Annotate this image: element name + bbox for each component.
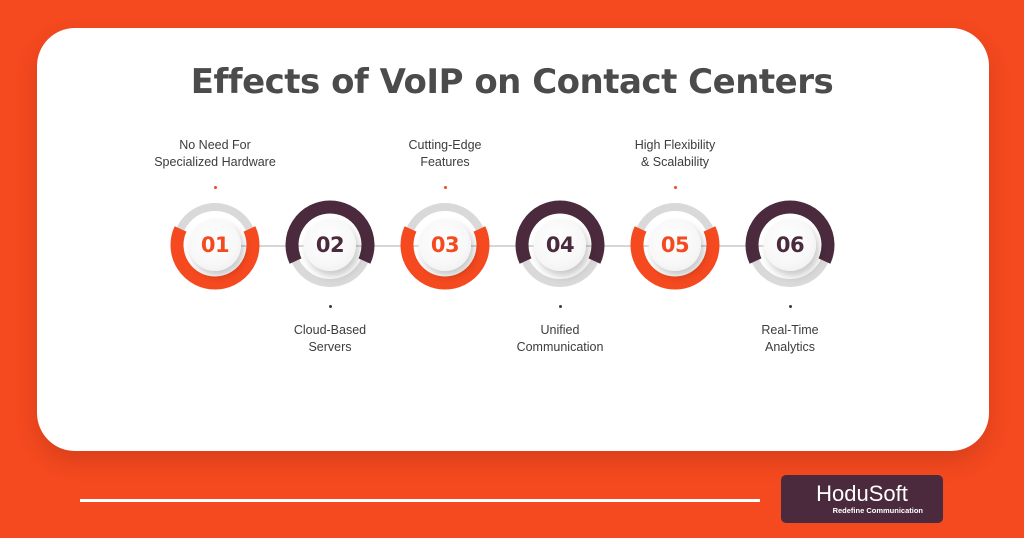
step-marker-dot	[328, 305, 332, 308]
step-ring: 06	[745, 200, 835, 290]
step-marker-dot	[213, 186, 217, 189]
logo-name: HoduSoft	[816, 481, 908, 506]
hodusoft-logo: HoduSoft Redefine Communication	[781, 475, 943, 523]
step-ring: 05	[630, 200, 720, 290]
step-label-line2: & Scalability	[640, 155, 710, 169]
step-ring: 03	[400, 200, 490, 290]
step-ring-arc	[285, 200, 375, 264]
step-label-line2: Features	[420, 155, 470, 169]
footer-divider	[80, 499, 760, 502]
step-number: 04	[534, 219, 586, 271]
step-connector-line	[215, 245, 790, 247]
step-number: 05	[649, 219, 701, 271]
step-ring-arc	[630, 226, 720, 290]
step-ring: 04	[515, 200, 605, 290]
step-label-line2: Servers	[308, 340, 352, 354]
step-ring-arc	[170, 226, 260, 290]
step-marker-dot	[558, 305, 562, 308]
page-title: Effects of VoIP on Contact Centers	[190, 62, 834, 102]
step-label-line1: Unified	[540, 323, 580, 337]
step-ring-arc	[515, 200, 605, 264]
step-label-line1: Cutting-Edge	[408, 138, 482, 152]
step-label: High Flexibility & Scalability	[595, 137, 755, 171]
step-number: 06	[764, 219, 816, 271]
step-number: 03	[419, 219, 471, 271]
step-marker-dot	[673, 186, 677, 189]
step-ring-arc	[400, 226, 490, 290]
step-ring: 01	[170, 200, 260, 290]
step-label-line1: Real-Time	[761, 323, 819, 337]
step-marker-dot	[443, 186, 447, 189]
step-label-line2: Analytics	[764, 340, 816, 354]
step-label-line2: Communication	[516, 340, 604, 354]
step-label-line1: No Need For	[179, 138, 251, 152]
step-number: 01	[189, 219, 241, 271]
step-number: 02	[304, 219, 356, 271]
step-label-line1: Cloud-Based	[293, 323, 367, 337]
logo-tagline: Redefine Communication	[832, 506, 923, 515]
step-ring-arc	[745, 200, 835, 264]
step-marker-dot	[788, 305, 792, 308]
step-ring: 02	[285, 200, 375, 290]
step-label-line2: Specialized Hardware	[154, 155, 276, 169]
step-label-line1: High Flexibility	[634, 138, 716, 152]
